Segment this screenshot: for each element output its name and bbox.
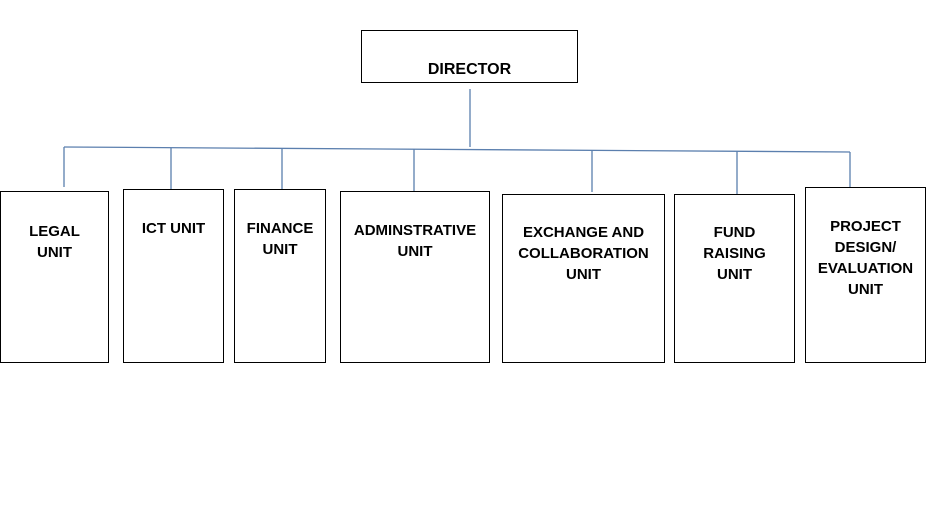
ict-unit-box: ICT UNIT xyxy=(123,189,224,363)
finance-unit-label: FINANCE UNIT xyxy=(246,220,314,258)
legal-unit-label: LEGAL UNIT xyxy=(29,223,80,261)
legal-unit-box: LEGAL UNIT xyxy=(0,191,109,363)
finance-unit-box: FINANCE UNIT xyxy=(234,189,326,363)
director-box: DIRECTOR xyxy=(361,30,578,83)
administrative-unit-label: ADMINSTRATIVE UNIT xyxy=(353,222,477,260)
project-design-unit-label: PROJECT DESIGN/ EVALUATION UNIT xyxy=(817,218,914,298)
fund-raising-unit-label: FUND RAISING UNIT xyxy=(703,224,766,283)
project-design-unit-box: PROJECT DESIGN/ EVALUATION UNIT xyxy=(805,187,926,363)
ict-unit-label: ICT UNIT xyxy=(141,220,206,237)
exchange-unit-box: EXCHANGE AND COLLABORATION UNIT xyxy=(502,194,665,363)
fund-raising-unit-box: FUND RAISING UNIT xyxy=(674,194,795,363)
horizontal-connector xyxy=(63,146,851,153)
exchange-unit-label: EXCHANGE AND COLLABORATION UNIT xyxy=(518,224,649,283)
administrative-unit-box: ADMINSTRATIVE UNIT xyxy=(340,191,490,363)
director-label: DIRECTOR xyxy=(427,61,512,78)
